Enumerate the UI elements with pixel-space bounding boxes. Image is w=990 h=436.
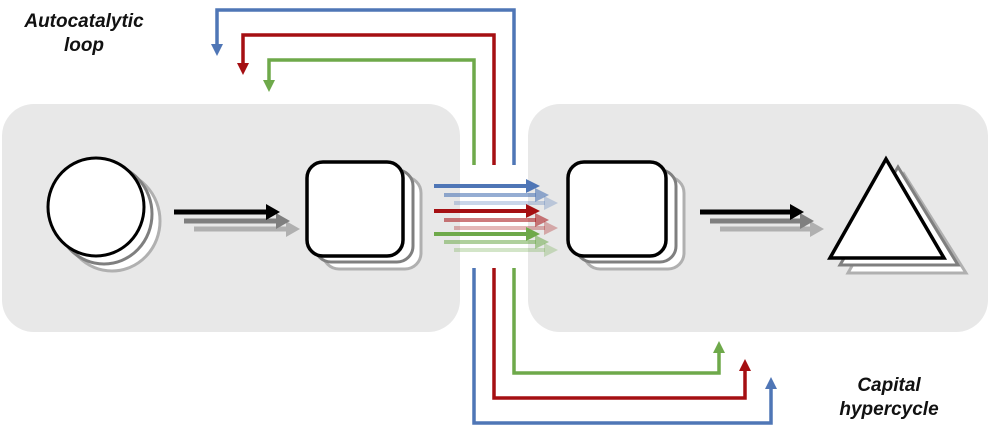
autocatalytic-loop-label: Autocatalytic loop: [22, 10, 146, 58]
transfer-arrow-red: [434, 204, 558, 235]
hypercycle-loop-green: [512, 268, 725, 375]
feedback-loop-red: [237, 33, 496, 165]
connector-gap: [460, 160, 528, 270]
transfer-arrows: [434, 179, 558, 257]
circle-node: [46, 156, 162, 273]
flow-arrow-square-to-triangle: [700, 204, 824, 237]
capital-hypercycle-label: Capital hypercycle: [830, 374, 948, 422]
transfer-arrow-blue: [434, 179, 558, 210]
capital-hypercycle-label-line1: Capital: [857, 375, 921, 396]
rounded-square-node-left: [305, 160, 423, 271]
hypercycle-loop-blue: [472, 268, 777, 425]
rounded-square-node-right: [566, 160, 686, 271]
transfer-arrow-green: [434, 227, 558, 257]
feedback-loop-blue: [211, 8, 516, 165]
hypercycle-loops: [472, 268, 777, 425]
autocatalytic-loop-label-line1: Autocatalytic: [24, 11, 144, 32]
flow-arrow-circle-to-square: [174, 204, 300, 237]
hypercycle-loop-red: [492, 268, 751, 400]
capital-hypercycle-label-line2: hypercycle: [839, 399, 939, 420]
autocatalytic-loop-label-line2: loop: [63, 35, 105, 56]
triangle-node: [826, 155, 969, 275]
autocatalytic-feedback-loops: [211, 8, 516, 165]
feedback-loop-green: [263, 58, 476, 165]
